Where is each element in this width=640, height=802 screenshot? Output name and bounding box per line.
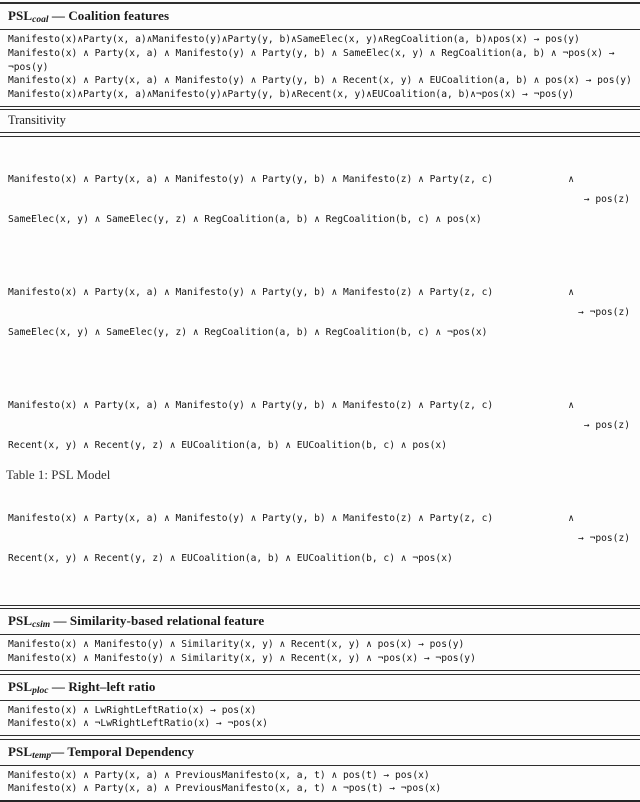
psl-rule: Manifesto(x) ∧ ¬LwRightLeftRatio(x) → ¬p… (8, 718, 268, 730)
table-top-rule (0, 2, 640, 4)
transitivity-rule: Manifesto(x) ∧ Party(x, a) ∧ Manifesto(y… (0, 146, 640, 254)
section-header-temp: PSLtemp— Temporal Dependency (0, 740, 640, 765)
psl-label: PSL (8, 678, 33, 694)
coal-rules: Manifesto(x)∧Party(x, a)∧Manifesto(y)∧Pa… (0, 30, 640, 106)
transitivity-rule: Manifesto(x) ∧ Party(x, a) ∧ Manifesto(y… (0, 259, 640, 367)
transitivity-rule: Manifesto(x) ∧ Party(x, a) ∧ Manifesto(y… (0, 485, 640, 593)
psl-rule: Manifesto(x)∧Party(x, a)∧Manifesto(y)∧Pa… (8, 34, 580, 45)
section-divider-double (0, 105, 640, 111)
section-divider (0, 29, 640, 30)
psl-rule-continuation: ¬pos(y) (8, 61, 49, 73)
psl-rule: Manifesto(x) ∧ LwRightLeftRatio(x) → pos… (8, 704, 257, 716)
psl-rule: Manifesto(x) ∧ Manifesto(y) ∧ Similarity… (8, 653, 476, 665)
rule-body-line2: SameElec(x, y) ∧ SameElec(y, z) ∧ RegCoa… (8, 327, 488, 339)
section-title: — Right–left ratio (48, 678, 156, 694)
table-caption-clipped: Table 1: PSL Model (6, 467, 111, 482)
psl-subscript: csim (32, 620, 51, 631)
trailing-and-symbol: ∧ (568, 286, 574, 298)
transitivity-rules: Manifesto(x) ∧ Party(x, a) ∧ Manifesto(y… (0, 137, 640, 605)
transitivity-rule: Manifesto(x) ∧ Party(x, a) ∧ Manifesto(y… (0, 372, 640, 480)
psl-rule: Manifesto(x) ∧ Party(x, a) ∧ Manifesto(y… (8, 75, 632, 87)
rule-conclusion: → pos(z) (583, 420, 630, 432)
rule-body-line1: Manifesto(x) ∧ Party(x, a) ∧ Manifesto(y… (8, 399, 494, 411)
rule-conclusion: → ¬pos(z) (578, 307, 630, 319)
rule-body-line2: Recent(x, y) ∧ Recent(y, z) ∧ EUCoalitio… (8, 440, 447, 452)
psl-rule: Manifesto(x)∧Party(x, a)∧Manifesto(y)∧Pa… (8, 89, 575, 101)
trailing-and-symbol: ∧ (568, 512, 574, 524)
csim-rules: Manifesto(x) ∧ Manifesto(y) ∧ Similarity… (0, 635, 640, 670)
rule-body-line1: Manifesto(x) ∧ Party(x, a) ∧ Manifesto(y… (8, 286, 494, 298)
psl-rule: Manifesto(x) ∧ Party(x, a) ∧ PreviousMan… (8, 769, 430, 781)
psl-label: PSL (8, 8, 33, 23)
rule-body-line2: SameElec(x, y) ∧ SameElec(y, z) ∧ RegCoa… (8, 214, 482, 226)
section-title: — Similarity-based relational feature (50, 613, 265, 629)
trailing-and-symbol: ∧ (568, 173, 574, 185)
psl-rule: Manifesto(x) ∧ Manifesto(y) ∧ Similarity… (8, 639, 465, 651)
ploc-rules: Manifesto(x) ∧ LwRightLeftRatio(x) → pos… (0, 701, 640, 736)
rule-body-line2: Recent(x, y) ∧ Recent(y, z) ∧ EUCoalitio… (8, 553, 453, 565)
rule-conclusion: → ¬pos(z) (578, 533, 630, 545)
psl-subscript: temp (32, 750, 52, 761)
section-header-transitivity: Transitivity (8, 113, 66, 128)
psl-rule: Manifesto(x) ∧ Party(x, a) ∧ Manifesto(y… (8, 47, 615, 59)
rule-body-line1: Manifesto(x) ∧ Party(x, a) ∧ Manifesto(y… (8, 173, 494, 185)
psl-subscript: coal (32, 15, 49, 25)
section-header-coal: PSLcoal — Coalition features (0, 4, 640, 29)
section-title: — Coalition features (48, 8, 170, 23)
rule-body-line1: Manifesto(x) ∧ Party(x, a) ∧ Manifesto(y… (8, 512, 494, 524)
trailing-and-symbol: ∧ (568, 399, 574, 411)
psl-subscript: ploc (32, 685, 49, 696)
temp-rules: Manifesto(x) ∧ Party(x, a) ∧ PreviousMan… (0, 766, 640, 801)
psl-label: PSL (8, 613, 33, 629)
psl-label: PSL (8, 743, 33, 759)
section-header-ploc: PSLploc — Right–left ratio (0, 675, 640, 700)
psl-rule: Manifesto(x) ∧ Party(x, a) ∧ PreviousMan… (8, 783, 442, 795)
rule-conclusion: → pos(z) (583, 194, 630, 206)
section-title: — Temporal Dependency (51, 743, 195, 759)
section-header-csim: PSLcsim — Similarity-based relational fe… (0, 609, 640, 634)
section-divider-double (0, 132, 640, 137)
